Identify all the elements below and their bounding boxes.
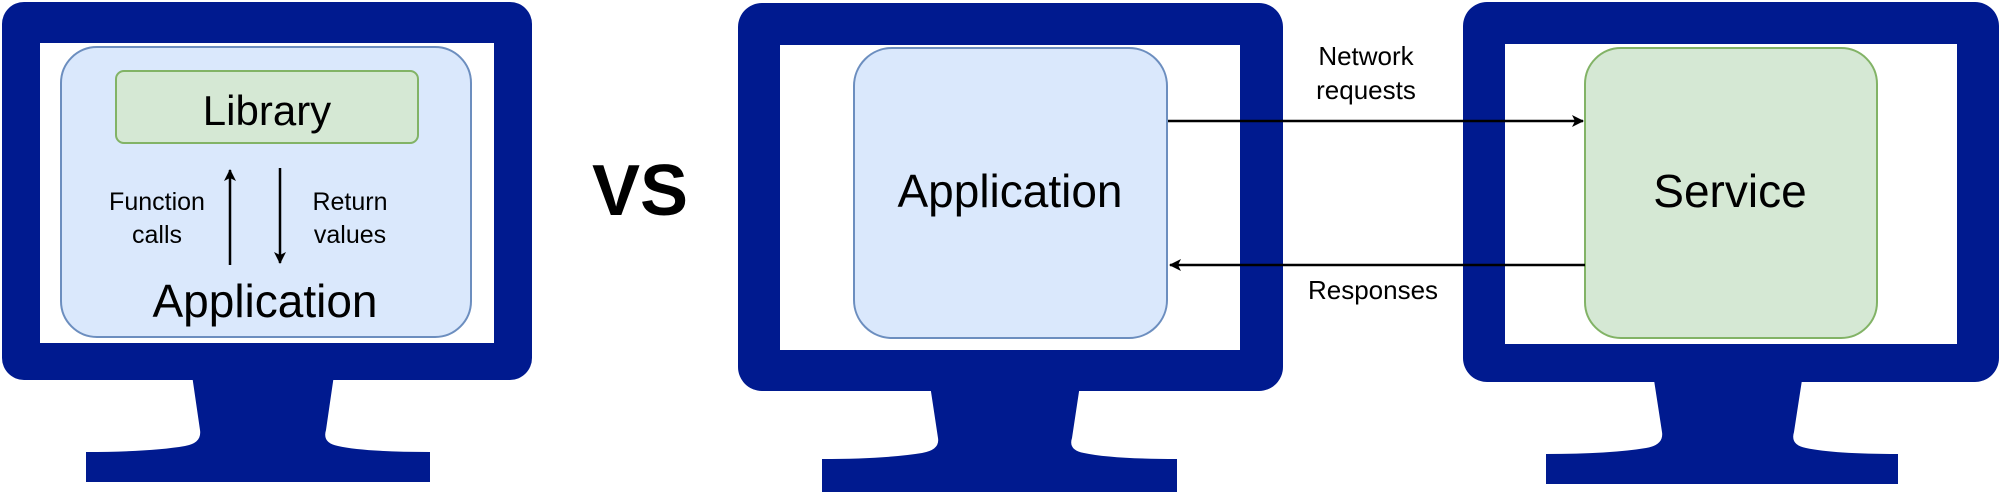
library-label: Library: [203, 87, 331, 134]
network-requests-label-line2: requests: [1316, 75, 1416, 105]
function-calls-label-line1: Function: [109, 188, 205, 216]
monitor-middle: Application: [738, 3, 1283, 492]
library-box: [115, 70, 419, 144]
network-requests-label-line1: Network: [1318, 41, 1414, 71]
monitor-left: Library Function calls Return values App…: [2, 2, 532, 482]
responses-label: Responses: [1308, 275, 1438, 305]
service-label: Service: [1653, 165, 1806, 217]
monitor-right: Service: [1463, 2, 1999, 484]
return-values-label-line2: values: [314, 221, 386, 249]
application-label-right: Application: [897, 165, 1122, 217]
application-label-left: Application: [152, 275, 377, 327]
application-box-right: [853, 47, 1168, 339]
vs-label: VS: [592, 151, 688, 231]
return-values-label-line1: Return: [312, 188, 387, 216]
function-calls-label-line2: calls: [132, 221, 182, 249]
service-box: [1584, 47, 1878, 339]
